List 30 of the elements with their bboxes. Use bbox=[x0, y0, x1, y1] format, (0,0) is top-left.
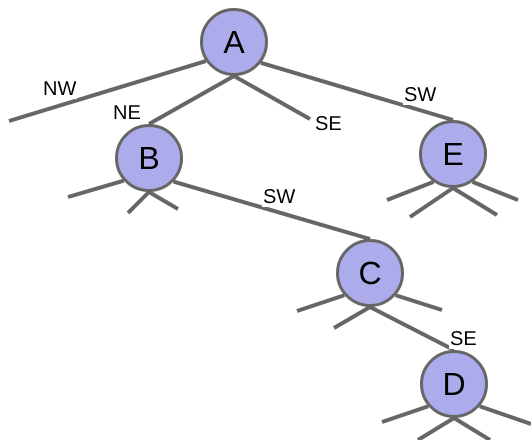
tree-branch-line bbox=[296, 293, 345, 313]
tree-branch-line bbox=[472, 180, 519, 202]
tree-branch-line bbox=[381, 404, 429, 424]
tree-branch-line bbox=[148, 74, 235, 126]
edge-label: NW bbox=[42, 79, 78, 99]
tree-branch-line bbox=[369, 305, 455, 352]
node-letter: B bbox=[138, 142, 160, 174]
tree-branch-line bbox=[126, 190, 150, 214]
tree-branch-line bbox=[172, 180, 371, 241]
tree-branch-line bbox=[416, 416, 456, 440]
tree-node-circle bbox=[336, 239, 404, 307]
tree-branch-line bbox=[408, 186, 454, 219]
node-letter: A bbox=[223, 26, 245, 58]
edge-label: SW bbox=[262, 187, 296, 207]
tree-branch-line bbox=[260, 60, 454, 122]
node-letter: E bbox=[442, 138, 464, 170]
tree-branch-line bbox=[148, 190, 180, 211]
tree-branch-line bbox=[233, 74, 311, 121]
tree-branch-line bbox=[333, 305, 371, 330]
node-letter: D bbox=[442, 368, 466, 400]
edge-label: SE bbox=[449, 329, 478, 349]
tree-branch-line bbox=[452, 186, 498, 217]
tree-branch-line bbox=[386, 180, 434, 202]
tree-branch-line bbox=[395, 293, 443, 312]
node-letter: C bbox=[358, 257, 382, 289]
edge-label: SW bbox=[403, 85, 438, 105]
tree-branch-line bbox=[67, 178, 124, 199]
tree-branch-line bbox=[479, 404, 531, 426]
tree-branch-line bbox=[452, 416, 492, 440]
tree-branch-line bbox=[8, 59, 206, 123]
